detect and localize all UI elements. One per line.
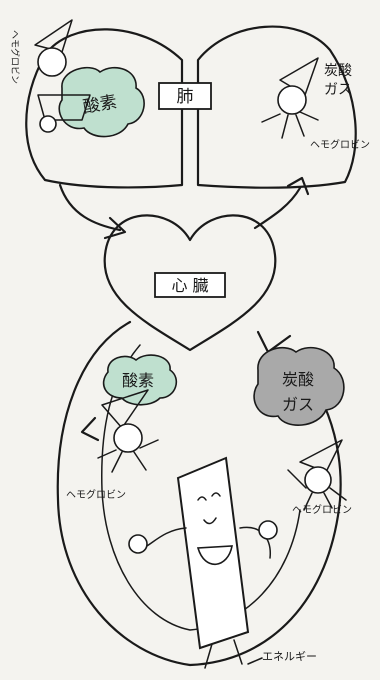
hemoglobin-label-top-right: ヘモグロビン xyxy=(310,138,370,151)
energy-legs-icon xyxy=(204,639,243,669)
heart-label: 心 臓 xyxy=(171,276,208,295)
wheel-icon xyxy=(39,115,57,133)
co2-cloud-shape xyxy=(253,346,345,426)
hemoglobin-character-top-left: ヘモグロビン xyxy=(9,19,91,133)
limbs-icon xyxy=(287,469,347,511)
heart-label-box xyxy=(154,272,226,298)
energy-label: エネルギー xyxy=(262,650,317,663)
limbs-icon xyxy=(97,439,159,473)
oxygen-cloud-shape-body xyxy=(102,354,178,406)
hemoglobin-label-top-left: ヘモグロビン xyxy=(9,30,21,84)
lungs-label-box xyxy=(158,82,212,110)
hemoglobin-label-lower-right: ヘモグロビン xyxy=(292,503,352,516)
hemoglobin-character-top-right: ヘモグロビン xyxy=(261,57,370,151)
heart: 心 臓 xyxy=(103,214,277,352)
pulmonary-vessels xyxy=(58,176,310,240)
hat-icon xyxy=(101,389,149,429)
left-fist-icon xyxy=(128,534,148,554)
face-icon xyxy=(113,423,143,453)
systemic-artery-arrow xyxy=(80,416,100,442)
co2-label-lungs-1: 炭酸 xyxy=(324,63,352,79)
lungs: 肺 xyxy=(25,25,357,189)
energy-character: エネルギー xyxy=(128,456,317,669)
lungs-label: 肺 xyxy=(177,87,194,107)
limbs-icon xyxy=(261,111,319,139)
pulmonary-vein-arrow xyxy=(103,216,127,240)
energy-face-icon xyxy=(197,492,221,525)
co2-label-lungs-2: ガス xyxy=(324,82,352,98)
pulmonary-vein-left xyxy=(58,183,122,232)
hemoglobin-label-lower-left: ヘモグロビン xyxy=(66,488,126,501)
cart-icon xyxy=(37,94,91,121)
hemoglobin-character-lower-left: ヘモグロビン xyxy=(66,389,159,501)
co2-lungs: 炭酸 ガス xyxy=(324,63,352,98)
face-icon xyxy=(277,85,307,115)
co2-cloud-body: 炭酸 ガス xyxy=(253,346,345,426)
energy-mouth-icon xyxy=(196,545,233,566)
pulmonary-artery-right xyxy=(253,186,302,230)
energy-label-leader xyxy=(247,657,263,665)
co2-label-body-1: 炭酸 xyxy=(282,370,314,389)
oxygen-cloud-lungs: 酸素 xyxy=(58,66,145,138)
left-lung xyxy=(25,28,184,189)
body-loop-outer xyxy=(56,320,342,667)
pulmonary-artery-arrow xyxy=(286,176,310,196)
hemoglobin-character-lower-right: ヘモグロビン xyxy=(287,439,352,516)
hat-icon xyxy=(299,439,343,473)
right-lung xyxy=(196,25,357,189)
oxygen-cloud-body: 酸素 xyxy=(102,354,178,406)
face-icon xyxy=(37,47,67,77)
right-fist-icon xyxy=(258,520,278,540)
face-icon xyxy=(304,466,332,494)
co2-label-body-2: ガス xyxy=(282,395,314,414)
oxygen-label-body: 酸素 xyxy=(122,371,154,390)
heart-shape xyxy=(103,214,277,352)
